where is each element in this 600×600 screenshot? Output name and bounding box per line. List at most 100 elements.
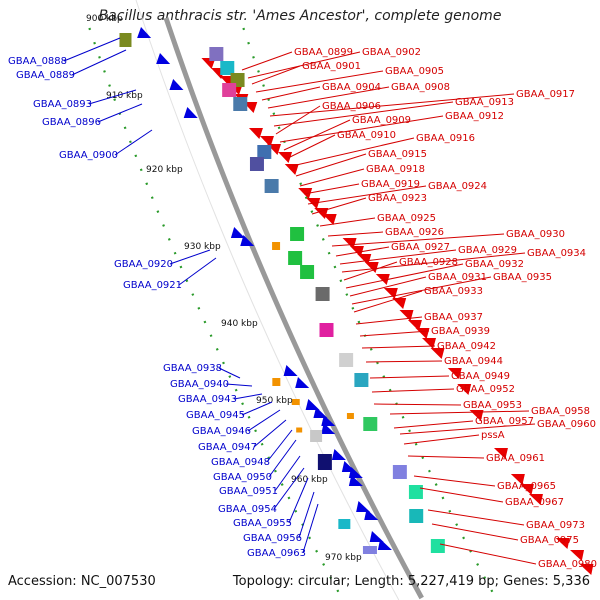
forward-gene-label: GBAA_0957 bbox=[475, 416, 534, 427]
kbp-tick-label: 900 kbp bbox=[86, 14, 123, 24]
reverse-gene-label: GBAA_0943 bbox=[178, 394, 237, 405]
forward-gene-leader bbox=[389, 410, 530, 415]
reverse-feature-box bbox=[119, 33, 132, 47]
forward-gene-leader bbox=[299, 168, 365, 187]
reverse-feature-arrow bbox=[305, 399, 320, 410]
forward-gene-leader bbox=[273, 101, 454, 127]
reverse-feature-arrow bbox=[283, 365, 298, 376]
forward-gene-leader bbox=[331, 233, 505, 247]
forward-gene-label: GBAA_0910 bbox=[337, 130, 396, 141]
reverse-feature-arrow bbox=[295, 377, 310, 388]
reverse-gene-leader bbox=[225, 383, 253, 387]
reverse-feature-arrow bbox=[321, 415, 336, 426]
reverse-gene-label: GBAA_0888 bbox=[8, 56, 67, 67]
forward-gene-label: GBAA_0916 bbox=[416, 133, 475, 144]
forward-gene-label: GBAA_0942 bbox=[437, 341, 496, 352]
forward-gene-label: GBAA_0952 bbox=[456, 384, 515, 395]
reverse-gene-leader bbox=[253, 419, 287, 448]
forward-feature-box bbox=[354, 373, 369, 387]
forward-gene-label: GBAA_0924 bbox=[428, 181, 487, 192]
forward-gene-label: pssA bbox=[481, 430, 505, 441]
forward-gene-leader bbox=[345, 263, 464, 289]
forward-gene-label: GBAA_0909 bbox=[352, 115, 411, 126]
kbp-guide-left bbox=[88, 27, 343, 599]
forward-gene-label: GBAA_0939 bbox=[431, 326, 490, 337]
forward-feature-arrow bbox=[314, 208, 329, 219]
reverse-feature-arrow bbox=[183, 107, 198, 118]
forward-gene-leader bbox=[311, 197, 367, 215]
kbp-tick-label: 930 kbp bbox=[184, 242, 221, 252]
forward-feature-box bbox=[300, 265, 315, 279]
genome-backbone bbox=[163, 17, 424, 600]
kbp-tick-label: 910 kbp bbox=[106, 91, 143, 101]
kbp-tick-label: 940 kbp bbox=[221, 319, 258, 329]
reverse-feature-box bbox=[310, 430, 323, 442]
forward-gene-leader bbox=[413, 475, 496, 487]
forward-gene-leader bbox=[439, 543, 537, 565]
forward-gene-label: GBAA_0901 bbox=[302, 61, 361, 72]
forward-gene-label: GBAA_0899 bbox=[294, 47, 353, 58]
forward-gene-label: GBAA_0961 bbox=[486, 453, 545, 464]
reverse-gene-label: GBAA_0893 bbox=[33, 99, 92, 110]
forward-gene-label: GBAA_0905 bbox=[385, 66, 444, 77]
reverse-gene-label: GBAA_0889 bbox=[16, 70, 75, 81]
forward-gene-leader bbox=[327, 231, 384, 237]
reverse-gene-label: GBAA_0956 bbox=[243, 533, 302, 544]
forward-gene-leader bbox=[403, 434, 480, 445]
forward-gene-leader bbox=[353, 290, 423, 313]
forward-gene-leader bbox=[307, 185, 427, 205]
forward-feature-arrow bbox=[447, 368, 462, 379]
forward-gene-leader bbox=[349, 276, 427, 297]
reverse-gene-label: GBAA_0920 bbox=[114, 259, 173, 270]
forward-feature-box bbox=[315, 287, 330, 301]
reverse-gene-label: GBAA_0945 bbox=[186, 410, 245, 421]
forward-gene-label: GBAA_0906 bbox=[322, 101, 381, 112]
forward-gene-leader bbox=[335, 246, 390, 257]
forward-gene-label: GBAA_0934 bbox=[527, 248, 586, 259]
forward-feature-arrow bbox=[375, 274, 390, 285]
forward-gene-label: GBAA_0975 bbox=[520, 535, 579, 546]
reverse-gene-leader bbox=[266, 429, 293, 463]
reverse-gene-label: GBAA_0900 bbox=[59, 150, 118, 161]
accession-label: Accession: NC_007530 bbox=[8, 574, 156, 589]
forward-gene-label: GBAA_0967 bbox=[505, 497, 564, 508]
forward-gene-leader bbox=[251, 65, 301, 85]
reverse-gene-leader bbox=[233, 393, 263, 400]
forward-gene-label: GBAA_0925 bbox=[377, 213, 436, 224]
reverse-feature-arrow bbox=[364, 509, 379, 520]
forward-gene-leader bbox=[319, 217, 376, 227]
reverse-gene-label: GBAA_0955 bbox=[233, 518, 292, 529]
forward-gene-leader bbox=[369, 375, 450, 379]
forward-feature-box bbox=[209, 47, 224, 61]
forward-gene-leader bbox=[407, 455, 485, 459]
forward-gene-leader bbox=[373, 403, 462, 406]
forward-gene-leader bbox=[431, 523, 519, 541]
reverse-feature-box bbox=[338, 519, 351, 529]
forward-gene-leader bbox=[287, 134, 336, 159]
reverse-gene-leader bbox=[71, 49, 127, 76]
forward-feature-box bbox=[249, 157, 264, 171]
forward-feature-box bbox=[339, 353, 354, 367]
reverse-feature-box bbox=[362, 546, 377, 554]
forward-feature-box bbox=[430, 539, 445, 553]
forward-gene-leader bbox=[393, 420, 474, 429]
forward-gene-leader bbox=[339, 249, 457, 265]
forward-gene-label: GBAA_0931 bbox=[428, 272, 487, 283]
reverse-gene-leader bbox=[268, 439, 297, 478]
topology-label: Topology: circular; Length: 5,227,419 bp… bbox=[232, 574, 590, 589]
reverse-feature-box bbox=[272, 378, 281, 386]
forward-feature-box bbox=[319, 323, 334, 337]
forward-gene-leader bbox=[279, 115, 444, 143]
reverse-gene-label: GBAA_0954 bbox=[218, 504, 277, 515]
reverse-gene-leader bbox=[288, 477, 309, 524]
forward-gene-leader bbox=[371, 388, 455, 393]
forward-gene-label: GBAA_0917 bbox=[516, 89, 575, 100]
forward-feature-arrow bbox=[457, 384, 472, 395]
forward-gene-leader bbox=[275, 105, 321, 135]
reverse-feature-box bbox=[317, 454, 332, 470]
reverse-feature-arrow bbox=[240, 235, 255, 246]
forward-gene-label: GBAA_0904 bbox=[322, 82, 381, 93]
forward-gene-label: GBAA_0935 bbox=[493, 272, 552, 283]
reverse-gene-label: GBAA_0938 bbox=[163, 363, 222, 374]
